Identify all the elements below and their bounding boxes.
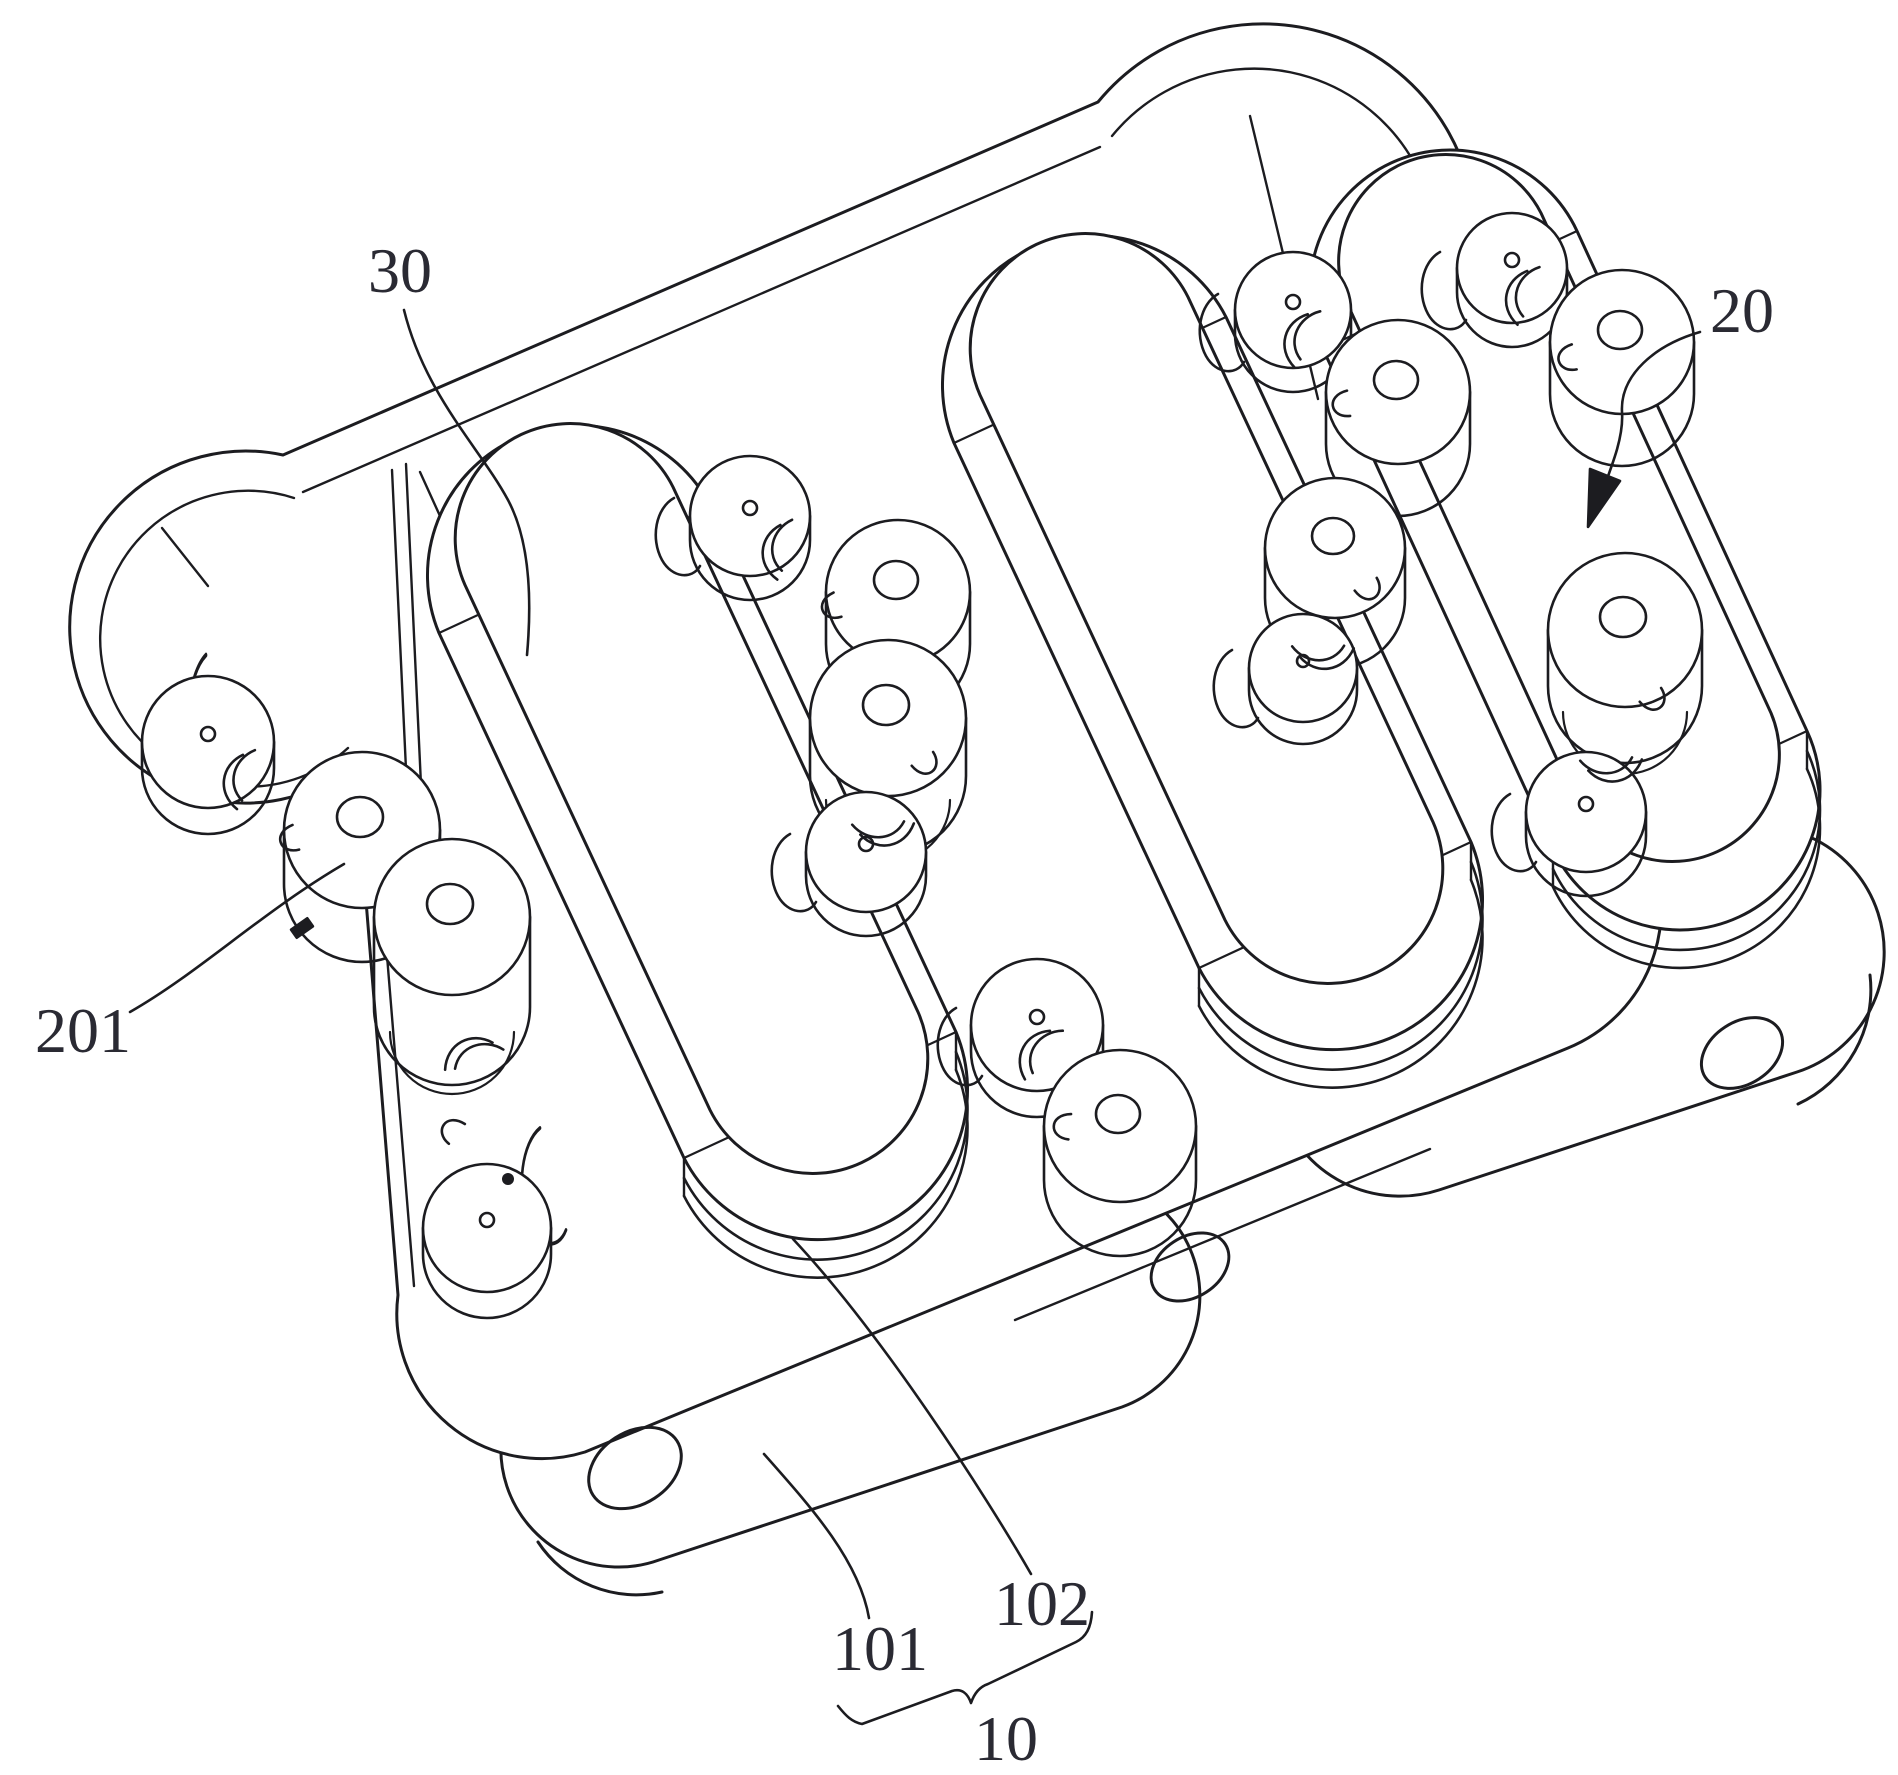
leader-line-201 [128,862,346,1014]
roller-unit [1198,250,1472,518]
drawing-root [68,22,1886,1726]
clip-leaf [770,832,818,913]
clip-leaf [1212,648,1260,729]
arrowhead-20-icon [1586,467,1622,529]
roller-unit [770,638,968,938]
label-10: 10 [974,1703,1038,1774]
retainer-clip [1018,1029,1073,1141]
retainer-clip [440,1036,505,1146]
hook-inner-arc [98,489,350,788]
capsule-housing-2 [940,232,1485,1089]
retainer-clip [761,518,843,620]
clip-leaf [1420,250,1468,331]
leader-line-101 [762,1452,871,1620]
clip-leaf [1490,792,1538,873]
annotations [128,308,1702,1726]
clip-leaf [654,496,702,577]
roller-unit [654,454,972,718]
ear-left-thickness-edge [536,1540,664,1597]
ear-right-hole [1699,1016,1785,1090]
clip-leaf [936,1006,984,1087]
label-30: 30 [368,235,432,306]
leader-line-30 [402,308,531,657]
roller-unit [1212,476,1407,746]
reference-labels: 30 20 201 101 102 10 [35,235,1774,1774]
retainer-clip [850,750,938,847]
label-20: 20 [1710,275,1774,346]
brace-10 [836,1610,1094,1726]
label-101: 101 [832,1613,928,1684]
ear-right-thickness-edge [1796,973,1873,1106]
label-201: 201 [35,995,131,1066]
retainer-clip [1578,686,1666,783]
roller-units [140,211,1704,1320]
capsule-housing-1 [425,422,970,1279]
roller-unit [372,837,568,1320]
base-plate-holes [587,1016,1785,1511]
retainer-clip [1283,310,1352,418]
plate-center-hole [1149,1231,1231,1303]
clip-leaf [1198,292,1246,373]
retainer-clip [1290,576,1381,671]
retainer-clip [222,748,301,852]
back-rim-inner-line [301,145,1102,494]
roller-unit [936,957,1198,1258]
label-102: 102 [994,1568,1090,1639]
roller-unit [1490,551,1704,898]
retainer-clip [1504,265,1578,372]
leader-line-102 [791,1237,1033,1576]
edge-notch [289,916,315,940]
front-thickness-edge [1013,1147,1432,1322]
hook-seam-1 [160,526,210,588]
ear-left-hole [587,1425,683,1511]
roller-unit [1420,211,1696,468]
